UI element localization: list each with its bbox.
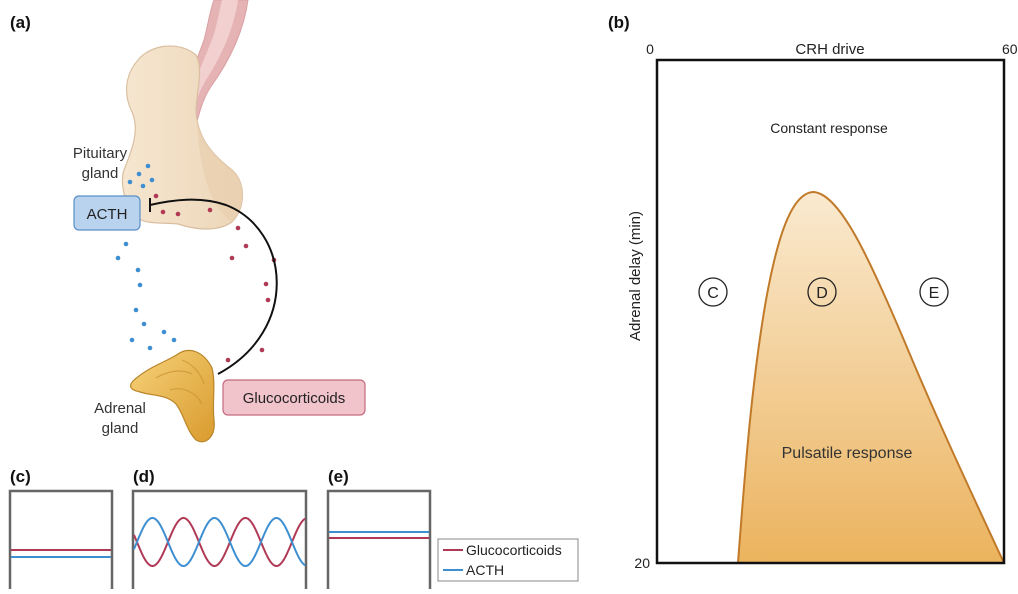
y-axis-bottom-label: 20 bbox=[634, 555, 650, 571]
legend: Glucocorticoids ACTH bbox=[437, 538, 579, 582]
acth-label-box bbox=[73, 195, 141, 231]
pulsatile-response-label: Pulsatile response bbox=[782, 445, 913, 462]
glucocorticoids-label: Glucocorticoids bbox=[243, 390, 346, 407]
x-axis-max-label: 60 bbox=[1002, 41, 1018, 57]
pituitary-label-line2: gland bbox=[82, 165, 119, 182]
panel-e: (e) bbox=[326, 467, 432, 593]
x-axis-label: CRH drive bbox=[795, 41, 864, 58]
phase-diagram-frame bbox=[655, 58, 1006, 565]
panel-d-acth-wave bbox=[133, 517, 306, 567]
legend-box bbox=[437, 538, 579, 582]
adrenal-label-line2: gland bbox=[102, 420, 139, 437]
marker-c-circle bbox=[698, 277, 728, 307]
glucocorticoids-label-box bbox=[222, 379, 366, 416]
panel-e-frame bbox=[326, 489, 432, 593]
acth-label: ACTH bbox=[87, 206, 128, 223]
panel-c-frame bbox=[8, 489, 114, 593]
panel-e-letter: (e) bbox=[328, 467, 349, 486]
x-axis-min-label: 0 bbox=[646, 41, 654, 57]
negative-feedback-arrow bbox=[149, 198, 278, 375]
y-axis-label: Adrenal delay (min) bbox=[627, 211, 644, 341]
acth-dots bbox=[115, 163, 177, 351]
panel-b-letter: (b) bbox=[608, 13, 630, 32]
adrenal-gland-illustration bbox=[130, 349, 215, 443]
pulsatile-region bbox=[736, 190, 1006, 564]
panel-b: (b) 0 CRH drive 60 Adrenal delay (min) 2… bbox=[608, 13, 1018, 571]
panel-c-letter: (c) bbox=[10, 467, 31, 486]
panel-d-glucocorticoids-wave bbox=[133, 517, 306, 567]
adrenal-label-line1: Adrenal bbox=[94, 400, 146, 417]
panel-d: (d) bbox=[131, 467, 308, 593]
panel-a-letter: (a) bbox=[10, 13, 31, 32]
marker-d-circle bbox=[807, 277, 837, 307]
pituitary-label-line1: Pituitary bbox=[73, 145, 128, 162]
marker-e-label: E bbox=[929, 285, 940, 302]
marker-d-label: D bbox=[816, 285, 828, 302]
panel-c: (c) bbox=[8, 467, 114, 593]
marker-e-circle bbox=[919, 277, 949, 307]
marker-c-label: C bbox=[707, 285, 719, 302]
legend-glucocorticoids-label: Glucocorticoids bbox=[466, 542, 562, 558]
panel-d-frame bbox=[131, 489, 308, 593]
panel-a: (a) Pituitary gland AC bbox=[10, 0, 366, 443]
constant-response-label: Constant response bbox=[770, 120, 888, 136]
legend-acth-label: ACTH bbox=[466, 562, 504, 578]
panel-d-letter: (d) bbox=[133, 467, 155, 486]
